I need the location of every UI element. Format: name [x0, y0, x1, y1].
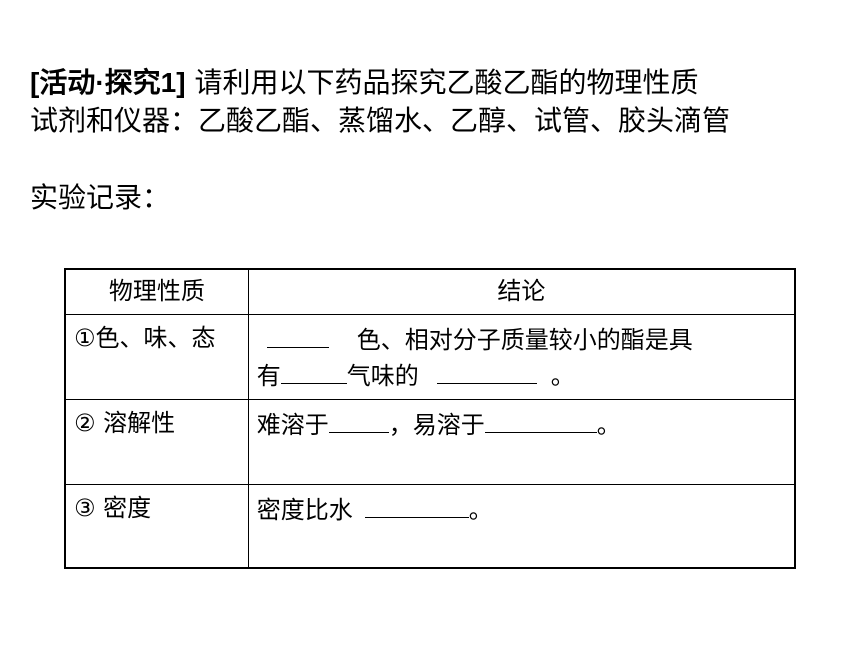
table-header-row: 物理性质 结论 [64, 268, 796, 315]
conclusion-text: 。 [550, 362, 575, 390]
answer-blank[interactable] [280, 357, 347, 384]
activity-heading: [活动·探究1] 请利用以下药品探究乙酸乙酯的物理性质 [30, 66, 698, 100]
row-conclusion: 色、相对分子质量较小的酯是具 有 气味的 。 [247, 314, 796, 400]
conclusion-text: 难溶于 [256, 411, 329, 439]
row-conclusion: 难溶于 ，易溶于 。 [247, 399, 796, 485]
row-property: ①色、味、态 [64, 314, 249, 400]
conclusion-text: 。 [596, 411, 621, 439]
record-table: 物理性质 结论 ①色、味、态 色、相对分子质量较小的酯是具 有气味的。 ② 溶解… [64, 268, 796, 569]
header-property: 物理性质 [64, 268, 249, 315]
answer-blank[interactable] [364, 491, 469, 518]
table-row: ② 溶解性 难溶于 ，易溶于 。 [64, 399, 796, 485]
reagents-line: 试剂和仪器：乙酸乙酯、蒸馏水、乙醇、试管、胶头滴管 [30, 104, 731, 137]
answer-blank[interactable] [484, 406, 597, 433]
conclusion-text: ，易溶于 [388, 411, 485, 439]
header-conclusion: 结论 [247, 268, 796, 315]
conclusion-text: 有 [256, 362, 281, 390]
row-property: ② 溶解性 [64, 399, 249, 485]
activity-title: 请利用以下药品探究乙酸乙酯的物理性质 [194, 66, 699, 99]
activity-tag: [活动·探究1] [30, 67, 186, 98]
record-label: 实验记录： [30, 181, 171, 214]
answer-blank[interactable] [436, 357, 537, 384]
conclusion-text: 气味的 [346, 362, 419, 390]
conclusion-text: 密度比水 [256, 496, 353, 524]
row-property: ③ 密度 [64, 484, 249, 569]
conclusion-text: 色、相对分子质量较小的酯是具 [356, 326, 693, 354]
answer-blank[interactable] [266, 321, 329, 348]
row-conclusion: 密度比水 。 [247, 484, 796, 569]
table-row: ③ 密度 密度比水 。 [64, 484, 796, 569]
table-row: ①色、味、态 色、相对分子质量较小的酯是具 有 气味的 。 [64, 314, 796, 400]
answer-blank[interactable] [328, 406, 389, 433]
conclusion-text: 。 [468, 496, 493, 524]
